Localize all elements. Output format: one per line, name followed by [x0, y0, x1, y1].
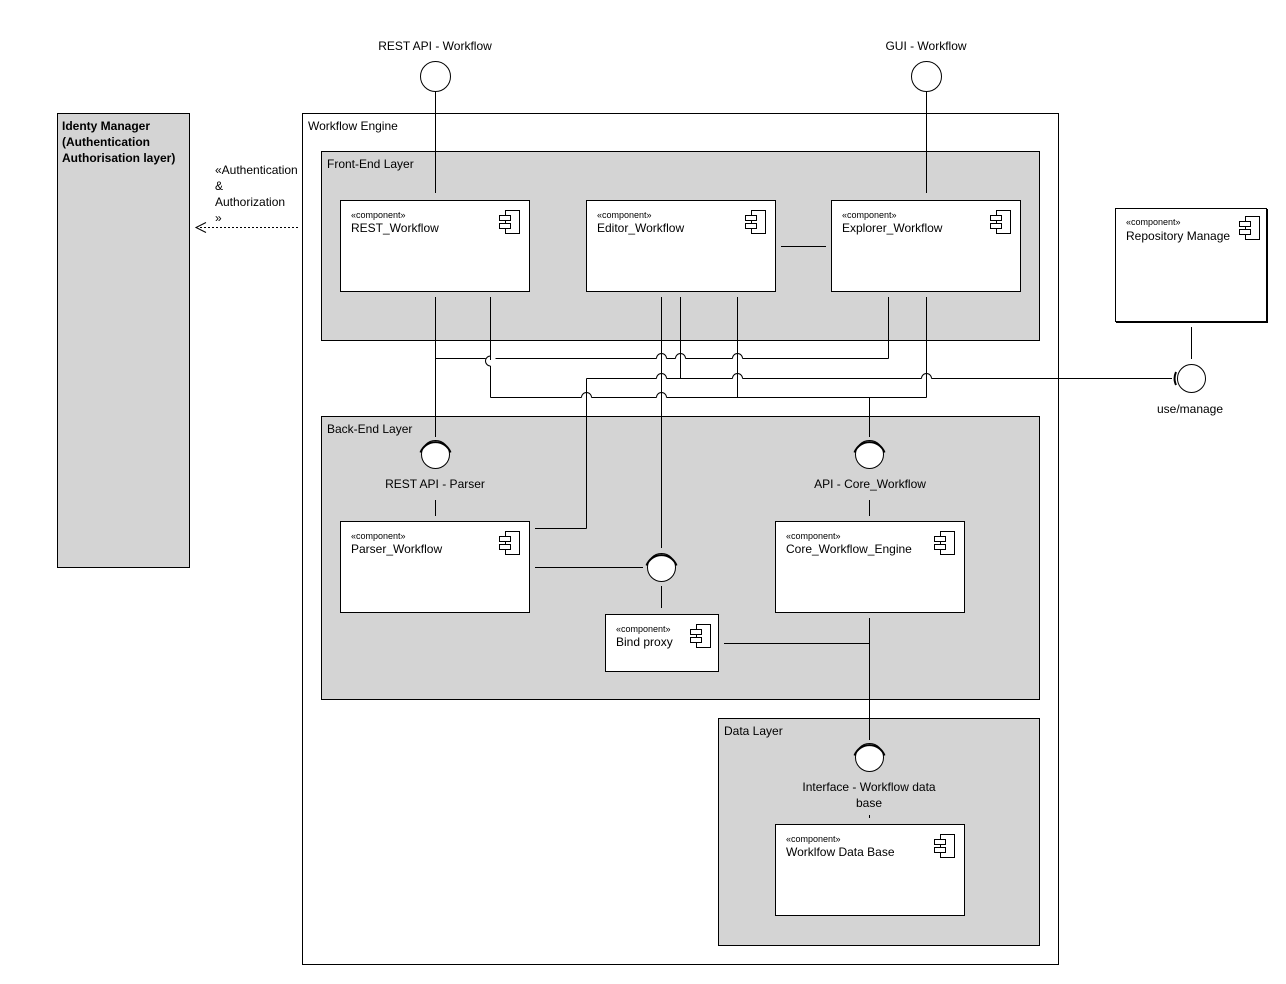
- component-name: Core_Workflow_Engine: [786, 542, 912, 556]
- component-name: Worklfow Data Base: [786, 845, 895, 859]
- component-stereotype: «component»: [1126, 217, 1181, 227]
- component-stereotype: «component»: [351, 210, 406, 220]
- data-layer-title: Data Layer: [724, 724, 783, 738]
- component-stereotype: «component»: [842, 210, 897, 220]
- component-explorer-workflow[interactable]: «component» Explorer_Workflow: [831, 200, 1021, 292]
- auth-dependency-label: «Authentication & Authorization »: [215, 162, 298, 226]
- component-icon: [499, 210, 520, 234]
- component-icon: [990, 210, 1011, 234]
- component-stereotype: «component»: [351, 531, 406, 541]
- rest-api-parser-label: REST API - Parser: [385, 477, 485, 491]
- use-manage-label: use/manage: [1156, 402, 1224, 416]
- component-stereotype: «component»: [786, 834, 841, 844]
- component-icon: [934, 834, 955, 858]
- back-end-layer-title: Back-End Layer: [327, 422, 413, 436]
- interface-workflow-db-label: Interface - Workflow data base: [784, 779, 954, 811]
- component-icon: [934, 531, 955, 555]
- component-icon: [690, 624, 711, 648]
- gui-workflow-label: GUI - Workflow: [885, 39, 967, 53]
- component-icon: [745, 210, 766, 234]
- component-icon: [499, 531, 520, 555]
- component-bind-proxy[interactable]: «component» Bind proxy: [605, 614, 719, 672]
- auth-label-line-2: &: [215, 179, 224, 193]
- rest-api-workflow-label: REST API - Workflow: [378, 39, 492, 53]
- interface-workflow-db-line-1: Interface - Workflow data: [802, 780, 936, 794]
- component-name: Repository Manage: [1126, 229, 1231, 243]
- auth-label-line-3: Authorization: [215, 195, 286, 209]
- component-name: Parser_Workflow: [351, 542, 443, 556]
- front-end-layer-title: Front-End Layer: [327, 157, 414, 171]
- api-core-workflow-label: API - Core_Workflow: [814, 477, 926, 491]
- component-name: REST_Workflow: [351, 221, 439, 235]
- interface-workflow-db-line-2: base: [855, 796, 883, 810]
- component-name: Bind proxy: [616, 635, 673, 649]
- component-parser-workflow[interactable]: «component» Parser_Workflow: [340, 521, 530, 613]
- component-rest-workflow[interactable]: «component» REST_Workflow: [340, 200, 530, 292]
- component-core-workflow-engine[interactable]: «component» Core_Workflow_Engine: [775, 521, 965, 613]
- component-repository-manager[interactable]: «component» Repository Manage: [1115, 208, 1267, 322]
- component-icon: [1239, 216, 1260, 240]
- component-stereotype: «component»: [597, 210, 652, 220]
- identity-manager-node[interactable]: Identy Manager (Authentication Authorisa…: [57, 113, 190, 568]
- component-workflow-data-base[interactable]: «component» Worklfow Data Base: [775, 824, 965, 916]
- identity-manager-title: Identy Manager (Authentication Authorisa…: [62, 119, 176, 165]
- component-name: Editor_Workflow: [597, 221, 685, 235]
- component-name: Explorer_Workflow: [842, 221, 943, 235]
- component-stereotype: «component»: [616, 624, 671, 634]
- component-editor-workflow[interactable]: «component» Editor_Workflow: [586, 200, 776, 292]
- auth-label-line-4: »: [215, 211, 222, 225]
- auth-label-line-1: «Authentication: [215, 163, 298, 177]
- workflow-engine-title: Workflow Engine: [308, 119, 398, 133]
- component-stereotype: «component»: [786, 531, 841, 541]
